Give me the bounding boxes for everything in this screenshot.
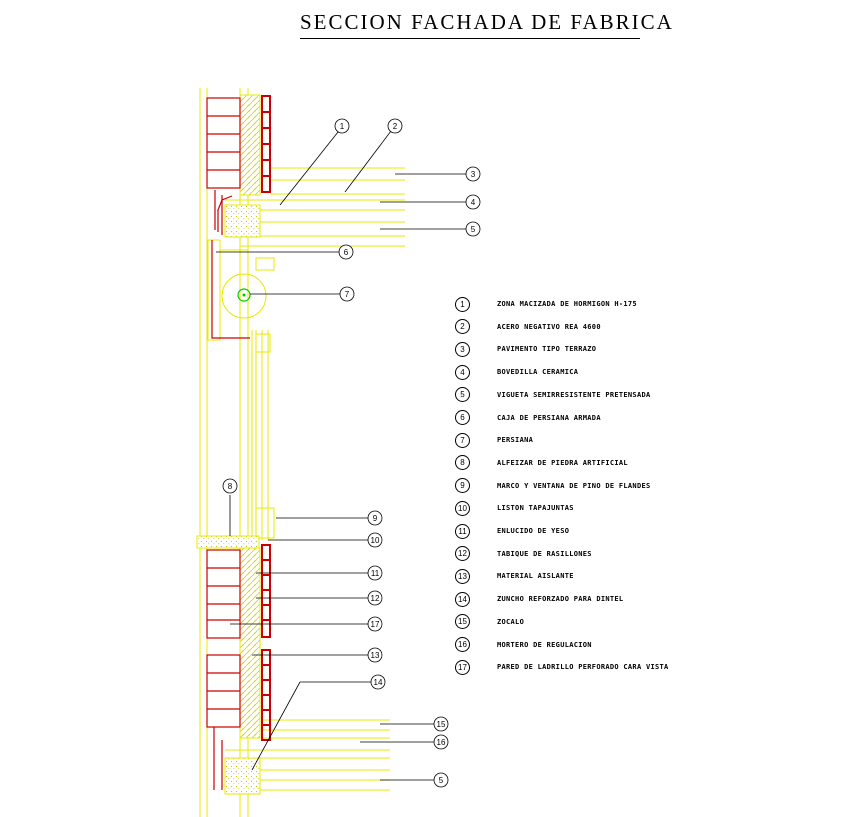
legend-text: ZUNCHO REFORZADO PARA DINTEL xyxy=(497,595,624,604)
legend-text: TABIQUE DE RASILLONES xyxy=(497,549,592,558)
callout-circle xyxy=(367,590,383,606)
callout-circle xyxy=(433,734,449,750)
legend-item: 3 PAVIMENTO TIPO TERRAZO xyxy=(455,341,596,357)
leader-line xyxy=(344,126,395,193)
callout-circle xyxy=(465,166,481,182)
callout-number: 12 xyxy=(371,594,380,603)
callout-circle xyxy=(367,532,383,548)
callout-number: 14 xyxy=(374,678,383,687)
callout-number: 3 xyxy=(471,170,476,179)
callout-circle xyxy=(367,510,383,526)
callout-number: 17 xyxy=(371,620,380,629)
legend-number: 13 xyxy=(455,568,470,584)
hollow-tile-upper xyxy=(261,95,271,193)
callout-number: 6 xyxy=(344,248,349,257)
callout-circle xyxy=(334,118,350,134)
legend-item: 2 ACERO NEGATIVO REA 4600 xyxy=(455,319,601,335)
brick-leaf-upper xyxy=(206,97,241,235)
callout-circle xyxy=(387,118,403,134)
callout-circle xyxy=(370,674,386,690)
legend-number: 8 xyxy=(455,455,470,471)
blind-box-outline xyxy=(211,195,250,339)
legend-item: 14 ZUNCHO REFORZADO PARA DINTEL xyxy=(455,591,623,607)
callout-number: 7 xyxy=(345,290,350,299)
callout-number: 15 xyxy=(437,720,446,729)
legend-item: 5 VIGUETA SEMIRRESISTENTE PRETENSADA xyxy=(455,387,651,403)
callout-number: 5 xyxy=(439,776,444,785)
leader-line xyxy=(251,681,301,771)
legend-item: 7 PERSIANA xyxy=(455,432,533,448)
legend-text: BOVEDILLA CERAMICA xyxy=(497,368,579,377)
callout-number: 1 xyxy=(340,122,345,131)
legend-item: 17 PARED DE LADRILLO PERFORADO CARA VISTA xyxy=(455,659,669,675)
legend-item: 4 BOVEDILLA CERAMICA xyxy=(455,364,578,380)
callout-number: 8 xyxy=(228,482,233,491)
legend-text: ACERO NEGATIVO REA 4600 xyxy=(497,322,601,331)
callout-number: 13 xyxy=(371,651,380,660)
legend-item: 16 MORTERO DE REGULACION xyxy=(455,637,592,653)
legend-number: 9 xyxy=(455,478,470,494)
callout-circle xyxy=(222,478,238,494)
legend-text: MORTERO DE REGULACION xyxy=(497,640,592,649)
callout-number: 5 xyxy=(471,225,476,234)
legend-text: PERSIANA xyxy=(497,436,534,445)
legend-item: 9 MARCO Y VENTANA DE PINO DE FLANDES xyxy=(455,478,651,494)
legend-text: PARED DE LADRILLO PERFORADO CARA VISTA xyxy=(497,663,669,672)
callout-number: 9 xyxy=(373,514,378,523)
page-title: SECCION FACHADA DE FABRICA xyxy=(300,8,672,39)
leader-line xyxy=(279,126,343,206)
legend-number: 12 xyxy=(455,546,470,562)
callout-number: 2 xyxy=(393,122,398,131)
legend-text: CAJA DE PERSIANA ARMADA xyxy=(497,413,601,422)
callout-circle xyxy=(339,286,355,302)
legend-item: 15 ZOCALO xyxy=(455,614,524,630)
legend-number: 4 xyxy=(455,364,470,380)
legend-text: ZOCALO xyxy=(497,617,525,626)
legend-number: 10 xyxy=(455,500,470,516)
legend-text: ALFEIZAR DE PIEDRA ARTIFICIAL xyxy=(497,458,628,467)
legend-number: 6 xyxy=(455,410,470,425)
legend-text: MARCO Y VENTANA DE PINO DE FLANDES xyxy=(497,481,651,490)
legend-item: 12 TABIQUE DE RASILLONES xyxy=(455,546,592,562)
legend-number: 11 xyxy=(455,523,470,539)
callout-circle xyxy=(465,194,481,210)
legend-number: 7 xyxy=(455,432,470,448)
callout-number: 10 xyxy=(371,536,380,545)
legend-number: 16 xyxy=(455,637,470,652)
legend-number: 17 xyxy=(455,659,470,675)
legend-item: 8 ALFEIZAR DE PIEDRA ARTIFICIAL xyxy=(455,455,628,471)
legend-text: PAVIMENTO TIPO TERRAZO xyxy=(497,345,597,354)
callout-circle xyxy=(433,772,449,788)
legend-text: LISTON TAPAJUNTAS xyxy=(497,504,574,513)
legend-text: ZONA MACIZADA DE HORMIGON H-175 xyxy=(497,300,637,308)
callout-circle xyxy=(465,221,481,237)
legend-item: 13 MATERIAL AISLANTE xyxy=(455,568,574,584)
callout-number: 11 xyxy=(371,569,380,578)
legend-number: 5 xyxy=(455,387,470,403)
roller-blind xyxy=(237,288,251,302)
callout-circle xyxy=(367,565,383,581)
callout-number: 4 xyxy=(471,198,476,207)
legend-text: MATERIAL AISLANTE xyxy=(497,572,574,581)
legend-number: 1 xyxy=(455,296,470,312)
callout-number: 16 xyxy=(437,738,446,747)
callout-circle xyxy=(338,244,354,260)
legend-number: 3 xyxy=(455,341,470,357)
legend-text: VIGUETA SEMIRRESISTENTE PRETENSADA xyxy=(497,390,651,399)
legend-item: 1 ZONA MACIZADA DE HORMIGON H-175 xyxy=(455,296,637,312)
legend-item: 11 ENLUCIDO DE YESO xyxy=(455,523,569,539)
legend-number: 14 xyxy=(455,591,470,607)
callout-circle xyxy=(367,647,383,663)
hollow-tile-lower xyxy=(261,544,271,741)
legend-number: 2 xyxy=(455,319,470,335)
legend-number: 15 xyxy=(455,614,470,630)
callout-circle xyxy=(433,716,449,732)
legend-item: 10 LISTON TAPAJUNTAS xyxy=(455,500,574,516)
legend-text: ENLUCIDO DE YESO xyxy=(497,527,570,535)
callout-circle xyxy=(367,616,383,632)
legend-item: 6 CAJA DE PERSIANA ARMADA xyxy=(455,410,601,426)
brick-leaf-lower xyxy=(206,549,241,790)
